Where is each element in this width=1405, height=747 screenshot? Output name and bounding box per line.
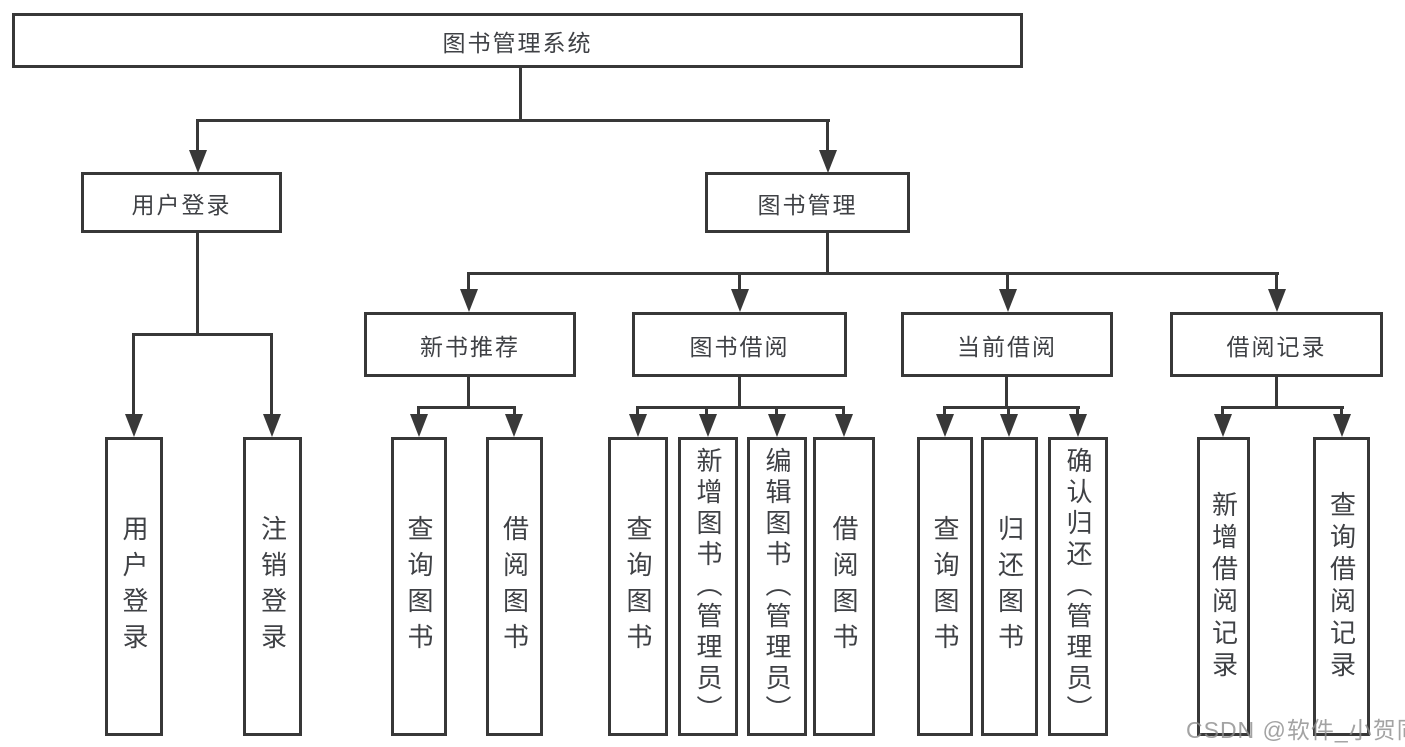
arrow-down-icon — [819, 150, 837, 173]
leaf-records-add-record-label: 新增借阅记录 — [1208, 490, 1239, 683]
node-root-label: 图书管理系统 — [442, 29, 593, 56]
node-book-borrow: 图书借阅 — [632, 312, 847, 377]
connector-borrow-records-split — [1221, 406, 1344, 409]
csdn-watermark: CSDN @软件_小贺同学 — [1186, 717, 1405, 743]
arrow-down-icon — [189, 150, 207, 173]
connector-to-borrow-records — [1275, 272, 1278, 292]
leaf-borrow-edit-books-admin: 编辑图书（管理员） — [747, 437, 807, 736]
connector-to-leaf-user-login — [132, 334, 135, 417]
arrow-down-icon — [629, 414, 647, 437]
leaf-borrow-add-books-admin-label: 新增图书（管理员） — [693, 447, 723, 726]
leaf-user-login: 用户登录 — [105, 437, 163, 736]
leaf-newbooks-borrow-books: 借阅图书 — [486, 437, 543, 736]
connector-leaf — [636, 407, 639, 416]
connector-leaf — [842, 407, 845, 416]
connector-to-leaf-logout — [270, 334, 273, 417]
connector-root-split — [196, 119, 830, 122]
connector-borrow-records-stem — [1275, 375, 1278, 409]
arrow-down-icon — [1333, 414, 1351, 437]
arrow-down-icon — [999, 289, 1017, 312]
leaf-user-login-label: 用户登录 — [119, 514, 149, 659]
connector-book-mgmt-stem — [826, 231, 829, 274]
leaf-current-return-books: 归还图书 — [981, 437, 1038, 736]
node-current-borrow: 当前借阅 — [901, 312, 1113, 377]
arrow-down-icon — [410, 414, 428, 437]
leaf-records-add-record: 新增借阅记录 — [1197, 437, 1250, 736]
connector-book-borrow-split — [636, 406, 845, 409]
leaf-current-query-books-label: 查询图书 — [930, 514, 960, 659]
connector-book-mgmt-split — [467, 272, 1279, 275]
connector-book-borrow-stem — [738, 375, 741, 409]
connector-new-books-split — [417, 406, 516, 409]
node-user-login-label: 用户登录 — [131, 191, 232, 218]
leaf-newbooks-query-books-label: 查询图书 — [404, 514, 434, 659]
connector-leaf — [943, 407, 946, 416]
leaf-borrow-add-books-admin: 新增图书（管理员） — [678, 437, 738, 736]
node-current-borrow-label: 当前借阅 — [957, 333, 1057, 360]
connector-to-book-mgmt — [826, 119, 829, 152]
leaf-borrow-borrow-books: 借阅图书 — [813, 437, 875, 736]
leaf-logout: 注销登录 — [243, 437, 302, 736]
connector-to-new-books — [467, 272, 470, 292]
connector-leaf — [705, 407, 708, 416]
leaf-borrow-borrow-books-label: 借阅图书 — [829, 514, 859, 659]
node-new-books: 新书推荐 — [364, 312, 576, 377]
arrow-down-icon — [699, 414, 717, 437]
arrow-down-icon — [1069, 414, 1087, 437]
leaf-newbooks-query-books: 查询图书 — [391, 437, 447, 736]
connector-to-user-login — [196, 119, 199, 152]
connector-leaf — [417, 407, 420, 416]
connector-new-books-stem — [467, 375, 470, 409]
arrow-down-icon — [460, 289, 478, 312]
leaf-current-query-books: 查询图书 — [917, 437, 973, 736]
node-borrow-records-label: 借阅记录 — [1226, 333, 1327, 360]
node-root: 图书管理系统 — [12, 13, 1023, 68]
leaf-records-query-record-label: 查询借阅记录 — [1326, 490, 1357, 683]
connector-leaf — [513, 407, 516, 416]
node-borrow-records: 借阅记录 — [1170, 312, 1383, 377]
arrow-down-icon — [1214, 414, 1232, 437]
leaf-current-return-books-label: 归还图书 — [994, 514, 1025, 659]
leaf-current-confirm-return-admin: 确认归还（管理员） — [1048, 437, 1108, 736]
connector-leaf — [1340, 407, 1343, 416]
connector-current-borrow-stem — [1005, 375, 1008, 409]
connector-leaf — [1007, 407, 1010, 416]
arrow-down-icon — [936, 414, 954, 437]
arrow-down-icon — [835, 414, 853, 437]
leaf-newbooks-borrow-books-label: 借阅图书 — [499, 514, 530, 659]
connector-root-stem — [519, 67, 522, 121]
arrow-down-icon — [731, 289, 749, 312]
leaf-records-query-record: 查询借阅记录 — [1313, 437, 1370, 736]
connector-user-login-split — [132, 333, 273, 336]
connector-user-login-stem — [196, 231, 199, 335]
arrow-down-icon — [505, 414, 523, 437]
arrow-down-icon — [1000, 414, 1018, 437]
leaf-borrow-query-books-label: 查询图书 — [623, 514, 653, 659]
connector-leaf — [1076, 407, 1079, 416]
connector-to-current-borrow — [1006, 272, 1009, 292]
arrow-down-icon — [263, 414, 281, 437]
leaf-current-confirm-return-admin-label: 确认归还（管理员） — [1063, 447, 1093, 726]
arrow-down-icon — [125, 414, 143, 437]
node-user-login: 用户登录 — [81, 172, 282, 233]
leaf-borrow-edit-books-admin-label: 编辑图书（管理员） — [762, 447, 792, 726]
connector-current-borrow-split — [943, 406, 1080, 409]
node-new-books-label: 新书推荐 — [420, 333, 520, 360]
leaf-borrow-query-books: 查询图书 — [608, 437, 668, 736]
node-book-mgmt-label: 图书管理 — [757, 191, 858, 218]
node-book-borrow-label: 图书借阅 — [689, 333, 790, 360]
arrow-down-icon — [1268, 289, 1286, 312]
connector-leaf — [1221, 407, 1224, 416]
arrow-down-icon — [768, 414, 786, 437]
leaf-logout-label: 注销登录 — [257, 514, 288, 659]
node-book-mgmt: 图书管理 — [705, 172, 910, 233]
connector-leaf — [775, 407, 778, 416]
connector-to-book-borrow — [738, 272, 741, 292]
